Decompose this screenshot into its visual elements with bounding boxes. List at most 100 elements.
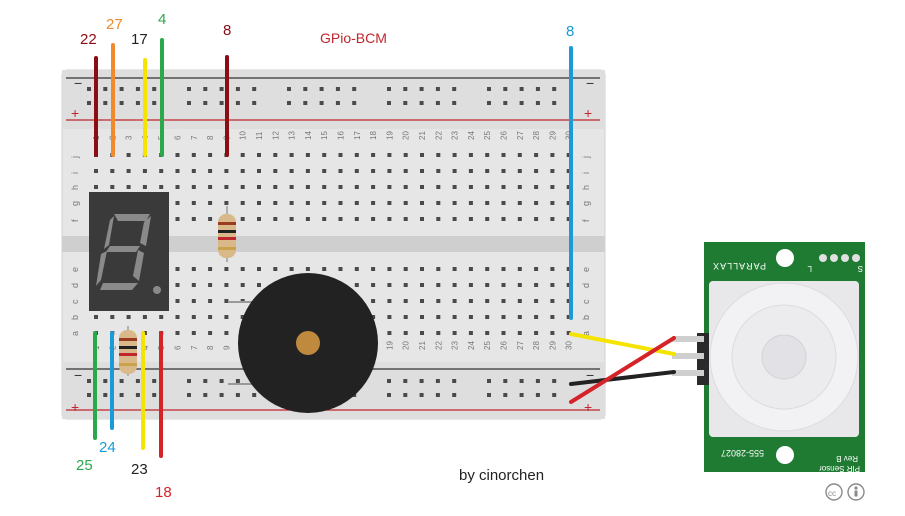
- breadboard-hole: [289, 153, 294, 157]
- column-number: 8: [206, 135, 215, 140]
- breadboard-hole: [354, 283, 359, 287]
- breadboard-hole: [566, 331, 571, 335]
- breadboard-hole: [550, 153, 555, 157]
- gpio-label-22: 22: [80, 31, 97, 48]
- breadboard-hole: [175, 331, 180, 335]
- rail-hole: [303, 87, 308, 91]
- breadboard-hole: [94, 185, 98, 189]
- gpio-label-18: 18: [155, 484, 172, 501]
- row-letter: f: [70, 219, 80, 222]
- diagram-title: GPio-BCM: [320, 30, 387, 46]
- breadboard-hole: [338, 169, 343, 173]
- breadboard-hole: [305, 217, 310, 221]
- breadboard-hole: [436, 299, 441, 303]
- breadboard-hole: [468, 169, 473, 173]
- breadboard-hole: [517, 153, 522, 157]
- breadboard-hole: [403, 153, 408, 157]
- rail-hole: [452, 379, 457, 383]
- rail-hole: [452, 101, 457, 105]
- rail-hole: [419, 101, 424, 105]
- breadboard-hole: [550, 299, 555, 303]
- breadboard-hole: [208, 299, 213, 303]
- breadboard-hole: [485, 267, 490, 271]
- column-number: 6: [174, 345, 183, 350]
- rail-hole: [152, 393, 157, 397]
- breadboard-hole: [436, 185, 441, 189]
- rail-hole: [503, 379, 508, 383]
- breadboard-hole: [371, 217, 376, 221]
- breadboard-hole: [126, 185, 131, 189]
- breadboard-hole: [191, 185, 196, 189]
- column-number: 7: [190, 345, 199, 350]
- gpio-label-8-left: 8: [223, 22, 232, 39]
- attribution-icon: [847, 483, 865, 501]
- rail-hole: [235, 87, 240, 91]
- breadboard-hole: [485, 153, 490, 157]
- breadboard-hole: [240, 169, 245, 173]
- rail-hole: [187, 87, 191, 91]
- breadboard-hole: [420, 169, 424, 173]
- breadboard-hole: [208, 201, 213, 205]
- breadboard-hole: [485, 169, 490, 173]
- breadboard-hole: [403, 217, 408, 221]
- rail-plus-bottom-left: +: [71, 399, 79, 415]
- column-number: 8: [206, 345, 215, 350]
- rail-hole: [335, 101, 340, 105]
- rail-hole: [535, 87, 540, 91]
- column-number: 7: [190, 135, 199, 140]
- row-letter: e: [70, 267, 80, 272]
- breadboard-hole: [387, 217, 392, 221]
- breadboard-hole: [371, 169, 376, 173]
- column-number: 24: [467, 341, 476, 350]
- breadboard-hole: [354, 153, 359, 157]
- breadboard-hole: [485, 315, 490, 319]
- rail-hole: [387, 101, 391, 105]
- rail-hole: [287, 87, 291, 91]
- breadboard-hole: [501, 217, 506, 221]
- rail-hole: [419, 393, 424, 397]
- column-number: 14: [304, 131, 313, 140]
- breadboard-hole: [566, 283, 571, 287]
- breadboard-hole: [338, 267, 343, 271]
- breadboard-hole: [224, 331, 229, 335]
- breadboard-hole: [550, 217, 555, 221]
- breadboard-hole: [224, 315, 229, 319]
- rail-hole: [187, 101, 191, 105]
- rail-hole: [452, 87, 457, 91]
- breadboard-hole: [338, 185, 343, 189]
- breadboard-hole: [305, 185, 310, 189]
- rail-hole: [419, 87, 424, 91]
- breadboard-hole: [289, 267, 294, 271]
- breadboard-hole: [354, 217, 359, 221]
- rail-hole: [235, 393, 240, 397]
- breadboard-hole: [191, 283, 196, 287]
- rail-hole: [503, 393, 508, 397]
- rail-hole: [87, 393, 91, 397]
- rail-hole: [487, 101, 491, 105]
- rail-hole: [403, 87, 408, 91]
- row-letter: j: [70, 156, 80, 159]
- column-number: 19: [385, 131, 394, 140]
- breadboard-hole: [273, 153, 278, 157]
- breadboard-hole: [436, 217, 441, 221]
- breadboard-hole: [175, 153, 180, 157]
- breadboard-hole: [159, 185, 164, 189]
- breadboard-hole: [354, 185, 359, 189]
- breadboard-hole: [110, 315, 115, 319]
- breadboard-hole: [534, 267, 539, 271]
- breadboard-hole: [566, 153, 571, 157]
- breadboard-hole: [175, 185, 180, 189]
- rail-hole: [435, 101, 440, 105]
- breadboard-hole: [566, 185, 571, 189]
- rail-hole: [135, 87, 140, 91]
- breadboard-hole: [159, 315, 164, 319]
- rail-hole: [419, 379, 424, 383]
- row-letter: c: [70, 299, 80, 304]
- breadboard-hole: [191, 315, 196, 319]
- resistor-bottom: [119, 326, 137, 376]
- rail-hole: [319, 87, 324, 91]
- breadboard-hole: [452, 299, 457, 303]
- column-number: 11: [255, 131, 264, 140]
- breadboard-hole: [485, 201, 490, 205]
- rail-hole: [403, 393, 408, 397]
